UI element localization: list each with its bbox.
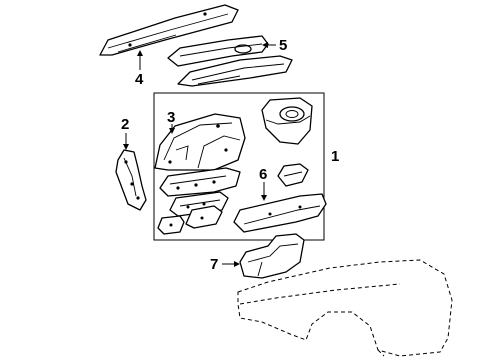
- callout-4: 4: [135, 71, 144, 88]
- callout-2: 2: [121, 116, 130, 133]
- front-fender-outline: [237, 259, 453, 357]
- callout-7: 7: [210, 256, 219, 273]
- part-5-rail-reinforcement: [167, 35, 293, 87]
- callout-6: 6: [259, 166, 268, 183]
- callout-5: 5: [279, 37, 288, 54]
- part-4-upper-rail: [99, 4, 239, 56]
- callout-3: 3: [167, 109, 176, 126]
- leader-lines: [123, 42, 276, 267]
- lower-rail-brackets: [157, 167, 241, 235]
- part-7-splash-shield: [239, 233, 305, 279]
- callout-1: 1: [331, 148, 340, 165]
- part-1-group-frame: [153, 92, 325, 241]
- shock-tower: [261, 97, 313, 145]
- part-6-rail-extension: [233, 163, 327, 233]
- part-2-side-bracket: [115, 149, 147, 211]
- part-3-wheelhouse-apron: [154, 113, 246, 171]
